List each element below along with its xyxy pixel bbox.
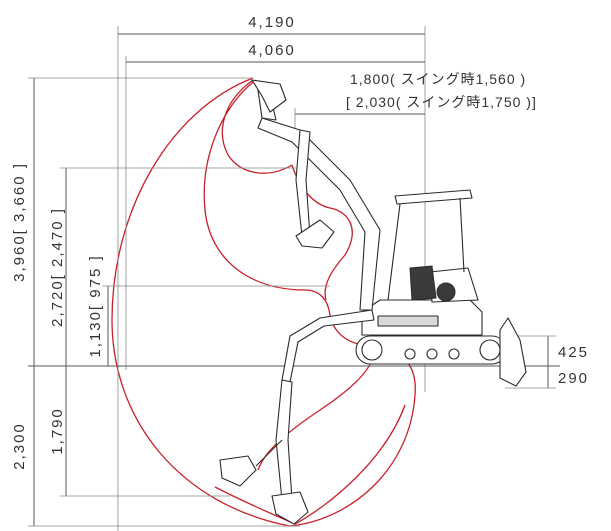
roller-2 xyxy=(426,348,438,360)
dimension-lines xyxy=(28,26,560,531)
label-dump-height-min: 1,130[ 975 ] xyxy=(87,254,104,357)
label-max-dig-depth: 2,300 xyxy=(11,422,28,470)
bucket-arc-mid xyxy=(291,164,353,301)
bucket-lowered xyxy=(271,491,309,525)
label-blade-height: 425 xyxy=(558,344,589,361)
boom-raised xyxy=(257,117,381,311)
roller-1 xyxy=(404,348,416,360)
arm-extended-link xyxy=(255,439,283,467)
excavator-illustration xyxy=(219,79,527,525)
dozer-blade xyxy=(499,317,527,387)
canopy-pillar-front xyxy=(387,203,401,301)
label-max-dump-height: 2,720[ 2,470 ] xyxy=(49,207,66,327)
label-max-wall-depth: 1,790 xyxy=(49,407,66,455)
lower-inner-curve xyxy=(257,345,374,471)
bucket-extended xyxy=(219,455,257,487)
operator-seat xyxy=(409,265,437,301)
bucket-arc-upper xyxy=(221,79,293,174)
bucket-raised xyxy=(251,79,287,113)
working-range-envelope xyxy=(111,77,416,527)
bottom-envelope-curve xyxy=(214,404,406,525)
sprocket-wheel xyxy=(479,339,501,361)
hood-emblem xyxy=(436,282,456,302)
label-max-reach-ground: 4,060 xyxy=(248,42,296,59)
bucket-mid xyxy=(295,219,335,249)
roller-3 xyxy=(448,348,460,360)
canopy-roof xyxy=(394,189,473,205)
label-max-dig-height: 3,960[ 3,660 ] xyxy=(11,162,28,282)
canopy-pillar-rear xyxy=(459,197,465,273)
label-min-swing-radius-alt: [ 2,030( スイング時1,750 )] xyxy=(346,94,537,110)
inner-envelope-curve xyxy=(203,81,373,347)
idler-wheel xyxy=(361,339,383,361)
outer-envelope-curve xyxy=(111,77,416,527)
body-stripe xyxy=(377,315,439,327)
dimension-labels: 4,190 4,060 1,800( スイング時1,560 ) [ 2,030(… xyxy=(11,14,589,470)
label-max-reach-total: 4,190 xyxy=(248,14,296,31)
label-blade-depth: 290 xyxy=(558,370,589,387)
arm-lowered xyxy=(275,379,293,501)
label-min-swing-radius: 1,800( スイング時1,560 ) xyxy=(350,71,526,87)
